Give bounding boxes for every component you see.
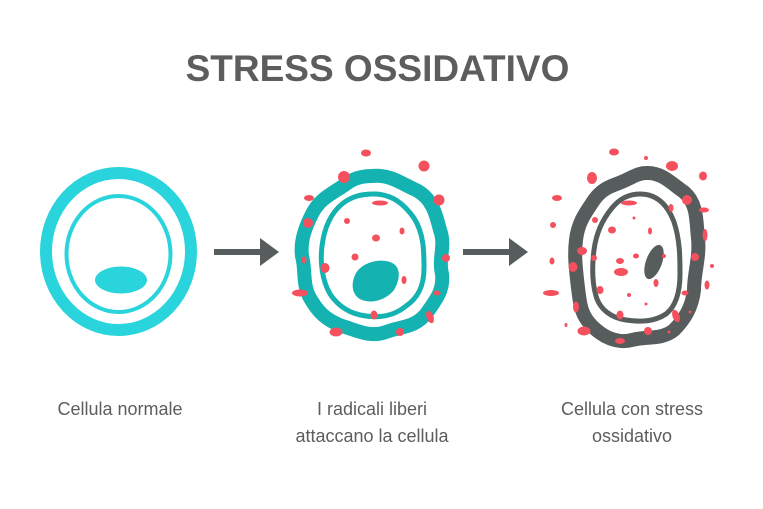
cell-membrane (294, 168, 450, 342)
caption-line: Cellula con stress (560, 399, 704, 419)
title-text: STRESS OSSIDATIVO (185, 48, 570, 89)
nucleus (95, 266, 147, 294)
caption-line: attaccano la cellula (295, 426, 449, 446)
nucleus (644, 244, 664, 280)
stage-caption-stressed-cell: Cellula con stress ossidativo (522, 396, 742, 450)
free-radicals (543, 148, 714, 344)
cell-membrane (568, 166, 706, 348)
stressed-cell (543, 148, 714, 348)
caption-line: ossidativo (591, 426, 673, 446)
inner-membrane (590, 191, 683, 324)
arrow-right-icon (214, 238, 279, 266)
caption-line: Cellula normale (57, 399, 183, 419)
arrow-right-icon (463, 238, 528, 266)
inner-membrane (64, 194, 173, 314)
attacked-cell (292, 149, 450, 342)
diagram-title: STRESS OSSIDATIVO (0, 48, 763, 90)
stage-caption-attacked-cell: I radicali liberi attaccano la cellula (262, 396, 482, 450)
cell-membrane (40, 167, 197, 336)
nucleus (352, 260, 399, 302)
caption-line: I radicali liberi (316, 399, 428, 419)
normal-cell (40, 167, 197, 336)
inner-membrane (318, 191, 427, 320)
stage-caption-normal-cell: Cellula normale (20, 396, 220, 423)
free-radicals (292, 149, 450, 337)
